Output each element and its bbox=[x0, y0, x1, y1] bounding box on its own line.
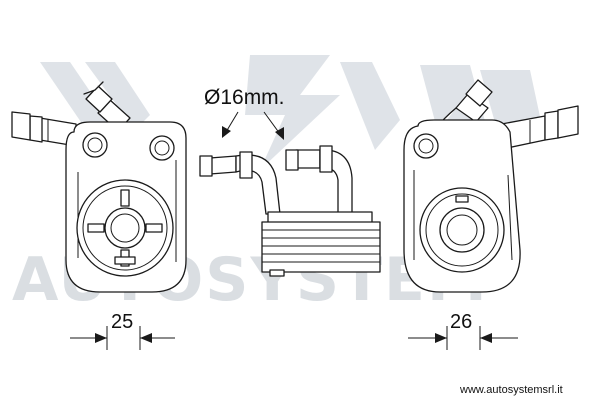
right-view-dimension bbox=[408, 326, 518, 350]
center-pipe-1 bbox=[199, 151, 281, 215]
center-pipe-2 bbox=[285, 145, 353, 215]
dimension-right-label: 26 bbox=[450, 311, 472, 333]
left-view-bolt-2 bbox=[149, 135, 175, 161]
left-view-dimension bbox=[70, 326, 175, 350]
right-view: 26 bbox=[403, 79, 579, 350]
right-view-bolt bbox=[413, 133, 439, 159]
center-cooler-block bbox=[261, 221, 381, 277]
left-view-bolt-1 bbox=[82, 132, 108, 158]
right-view-center-boss bbox=[419, 187, 505, 273]
dimension-left-label: 25 bbox=[111, 311, 133, 333]
left-view-center-boss bbox=[76, 179, 174, 277]
diameter-arrows bbox=[222, 111, 284, 140]
diameter-label: Ø16mm. bbox=[204, 86, 285, 109]
center-view: Ø16mm. bbox=[199, 86, 381, 277]
left-view: 25 bbox=[11, 81, 187, 350]
website-url: www.autosystemsrl.it bbox=[459, 384, 563, 396]
